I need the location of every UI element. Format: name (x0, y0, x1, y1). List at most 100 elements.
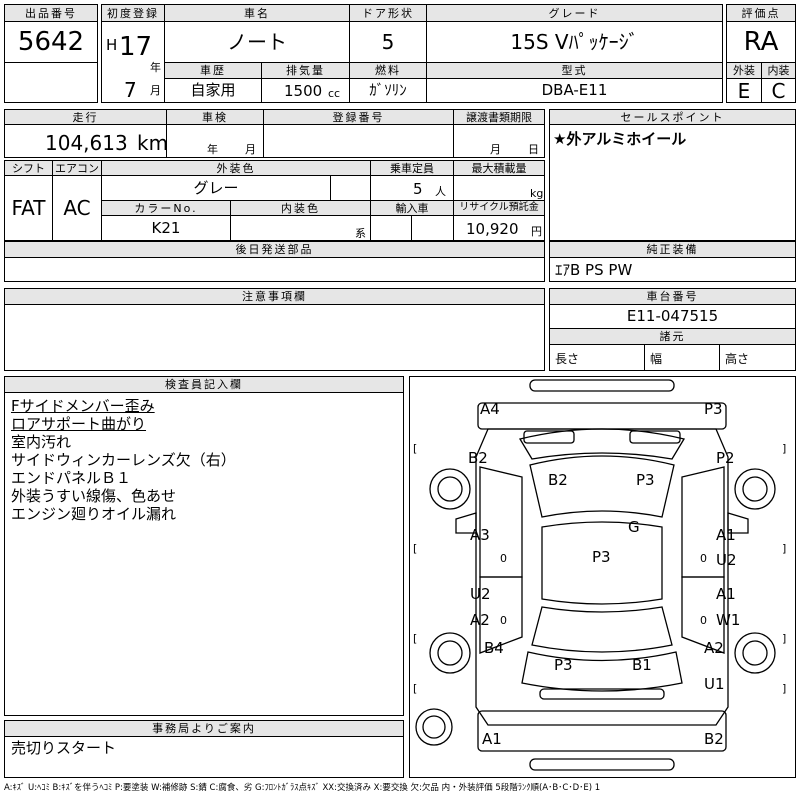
displacement-box: 1500 cc (261, 78, 350, 103)
inspector-note-line: サイドウィンカーレンズ欠（右） (11, 451, 236, 469)
lot-number-blank (4, 62, 98, 103)
capacity-value: 5 (413, 180, 423, 198)
max-load-label: 最大積載量 (453, 160, 545, 176)
first-registration-box: H 17 年 7 月 (101, 21, 165, 103)
exterior-grade: E (726, 78, 762, 103)
fuel-label: 燃料 (349, 62, 427, 79)
interior-label: 内装 (761, 62, 796, 79)
exterior-label: 外装 (726, 62, 762, 79)
grade-value: 15S Vﾊﾟｯｹｰｼﾞ (426, 21, 723, 63)
registration-number-label: 登録番号 (263, 109, 454, 125)
year-unit: 年 (150, 61, 161, 74)
zero-mark: 0 (700, 614, 707, 627)
mileage-unit: km (137, 131, 167, 155)
max-load-box: kg (453, 175, 545, 201)
bracket-mark: ] (782, 632, 787, 645)
right-rear-wheel-shape (734, 632, 776, 674)
damage-mark: A3 (470, 526, 490, 544)
damage-mark: A1 (716, 585, 736, 603)
damage-mark: A2 (704, 639, 724, 657)
recycle-label: リサイクル預託金 (453, 200, 545, 216)
door-type-label: ドア形状 (349, 4, 427, 22)
lot-number-label: 出品番号 (4, 4, 98, 22)
equipment-label: 純正装備 (549, 241, 796, 258)
legend-text: A:ｷｽﾞ U:ﾍｺﾐ B:ｷｽﾞを伴うﾍｺﾐ P:要塗装 W:補修跡 S:錆 … (4, 783, 601, 793)
inspector-label: 検査員記入欄 (4, 376, 404, 393)
fuel-value: ｶﾞｿﾘﾝ (349, 78, 427, 103)
inspection-year-unit: 年 (207, 143, 218, 156)
roof-shape (541, 521, 663, 605)
spec-width-box: 幅 (644, 344, 720, 371)
recycle-unit: 円 (531, 225, 542, 238)
registration-year: 17 (119, 32, 153, 62)
inspector-notes-box: Fサイドメンバー歪み ロアサポート曲がり 室内汚れ サイドウィンカーレンズ欠（右… (4, 392, 404, 716)
sales-point-value: ★外アルミホイール (553, 130, 687, 148)
displacement-value: 1500 (284, 82, 323, 100)
sales-point-box: ★外アルミホイール (549, 124, 796, 241)
bracket-mark: ] (782, 542, 787, 555)
transfer-month-unit: 月 (490, 143, 501, 156)
right-mirror-shape (727, 512, 749, 534)
transfer-day-unit: 日 (528, 143, 539, 156)
car-diagram-panel: A4 P3 B2 P2 B2 P3 G A3 A1 U2 P3 U2 A1 A2… (409, 376, 796, 778)
inspection-month-unit: 月 (245, 143, 256, 156)
door-type-value: 5 (349, 21, 427, 63)
damage-mark: B4 (484, 639, 504, 657)
left-front-wheel-shape (429, 468, 471, 510)
later-parts-label: 後日発送部品 (4, 241, 545, 258)
transfer-deadline-label: 譲渡書類期限 (453, 109, 545, 125)
model-label: 型式 (426, 62, 723, 79)
damage-mark: W1 (716, 611, 741, 629)
bracket-mark: ] (782, 442, 787, 455)
inspector-note-line: 室内汚れ (11, 433, 72, 451)
score-label: 評価点 (726, 4, 796, 22)
lot-number-value: 5642 (4, 21, 98, 63)
spec-height-label: 高さ (725, 352, 750, 366)
spec-height-box: 高さ (719, 344, 796, 371)
rear-glass-shape (531, 606, 673, 653)
damage-mark: B2 (704, 730, 724, 748)
office-notice-box: 売切りスタート (4, 736, 404, 778)
spare-wheel-hub (422, 715, 446, 739)
displacement-unit: cc (328, 87, 341, 100)
right-headlamp-shape (629, 430, 681, 444)
caution-label: 注意事項欄 (4, 288, 545, 305)
rear-under-shape (529, 758, 675, 771)
rear-light-bar-shape (539, 688, 665, 700)
era-letter: H (106, 36, 118, 54)
left-front-wheel-hub (437, 476, 463, 502)
chassis-number-value: E11-047515 (549, 304, 796, 329)
capacity-box: 5 人 (370, 175, 454, 201)
history-value: 自家用 (164, 78, 262, 103)
car-diagram (415, 379, 776, 771)
left-headlamp-shape (523, 430, 575, 444)
aircon-value: AC (52, 175, 102, 241)
spec-length-box: 長さ (549, 344, 645, 371)
left-rear-wheel-shape (429, 632, 471, 674)
zero-mark: 0 (700, 552, 707, 565)
front-panel-shape (477, 402, 727, 430)
car-name-label: 車名 (164, 4, 350, 22)
first-registration-label: 初度登録 (101, 4, 165, 22)
model-value: DBA-E11 (426, 78, 723, 103)
bracket-mark: [ (413, 632, 418, 645)
spec-label: 諸元 (549, 328, 796, 345)
shift-value: FAT (4, 175, 53, 241)
max-load-unit: kg (530, 187, 544, 200)
office-notice-value: 売切りスタート (11, 739, 117, 757)
color-number-value: K21 (101, 215, 231, 241)
spare-wheel-shape (415, 708, 453, 746)
bracket-mark: [ (413, 682, 418, 695)
mileage-box: 104,613 km (4, 124, 167, 158)
zero-mark: 0 (500, 552, 507, 565)
interior-color-label: 内装色 (230, 200, 371, 216)
inspector-note-line: Fサイドメンバー歪み (11, 397, 155, 415)
chassis-number-label: 車台番号 (549, 288, 796, 305)
front-bumper-shape (529, 379, 675, 392)
office-notice-label: 事務局よりご案内 (4, 720, 404, 737)
recycle-box: 10,920 円 (453, 215, 545, 241)
rear-bumper-shape (477, 710, 727, 752)
aircon-label: エアコン (52, 160, 102, 176)
left-rear-door-shape (479, 576, 523, 654)
import-box-left (370, 215, 412, 241)
